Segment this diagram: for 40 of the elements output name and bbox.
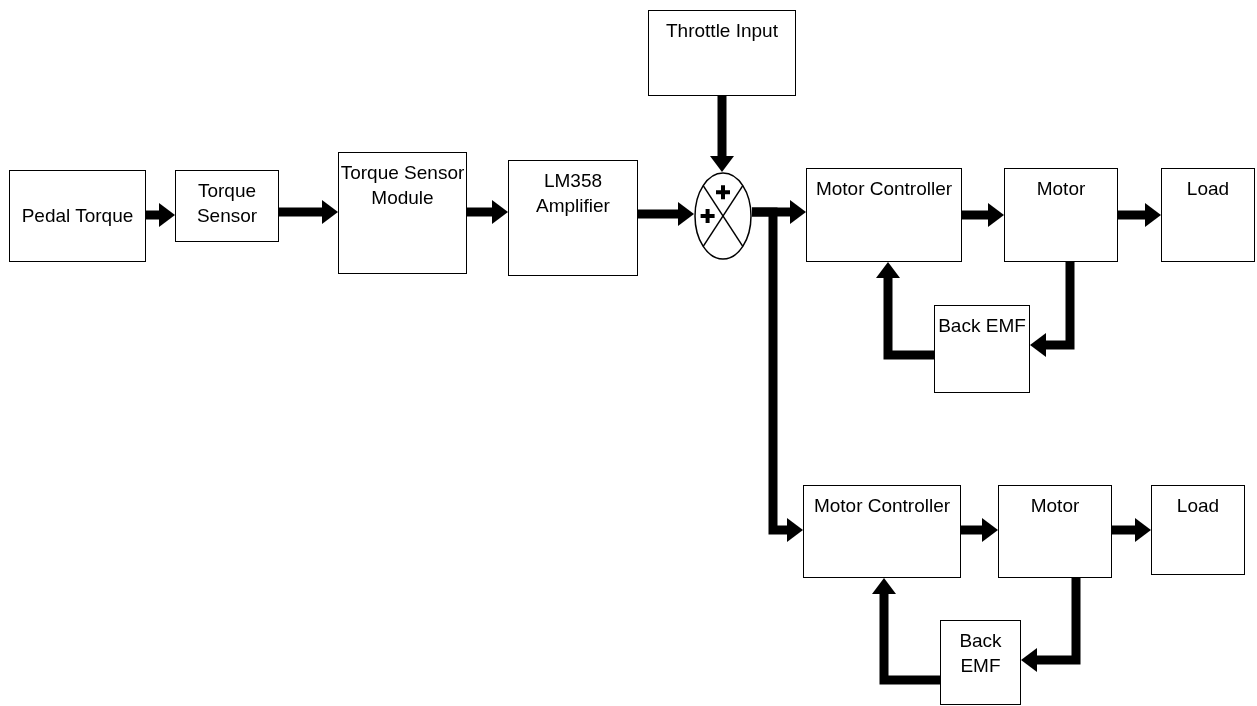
process-box [803, 485, 961, 578]
box-label: Torque Sensor [195, 179, 259, 228]
box-label: Motor [1030, 494, 1080, 518]
arrow [1021, 578, 1081, 672]
box-label: Load [1176, 494, 1220, 518]
process-box [1151, 485, 1245, 575]
arrow [961, 518, 998, 542]
box-label: Pedal Torque [21, 203, 134, 228]
process-box [1004, 168, 1118, 262]
arrow [279, 200, 338, 224]
arrow [638, 202, 694, 226]
process-box [1161, 168, 1255, 262]
arrow [467, 200, 508, 224]
process-box [934, 305, 1030, 393]
arrow [876, 262, 934, 360]
box-label: Back EMF [938, 314, 1026, 338]
arrow [1030, 262, 1075, 357]
box-label: Motor [1036, 177, 1086, 201]
arrow [146, 203, 175, 227]
process-box [648, 10, 796, 96]
arrow [1112, 518, 1151, 542]
box-label: LM358 Amplifier [535, 169, 611, 218]
process-box [9, 170, 146, 262]
box-label: Load [1186, 177, 1230, 201]
arrow [752, 207, 803, 542]
box-label: Motor Controller [815, 177, 953, 201]
box-label: Torque Sensor Module [339, 161, 466, 210]
process-box [508, 160, 638, 276]
arrow [710, 96, 734, 172]
arrow [962, 203, 1004, 227]
process-box [998, 485, 1112, 578]
box-label: Throttle Input [666, 19, 778, 43]
arrow [872, 578, 940, 685]
arrow [1118, 203, 1161, 227]
process-box [175, 170, 279, 242]
box-label: Back EMF [958, 629, 1003, 678]
box-label: Motor Controller [813, 494, 951, 518]
process-box [940, 620, 1021, 705]
process-box [338, 152, 467, 274]
process-box [806, 168, 962, 262]
